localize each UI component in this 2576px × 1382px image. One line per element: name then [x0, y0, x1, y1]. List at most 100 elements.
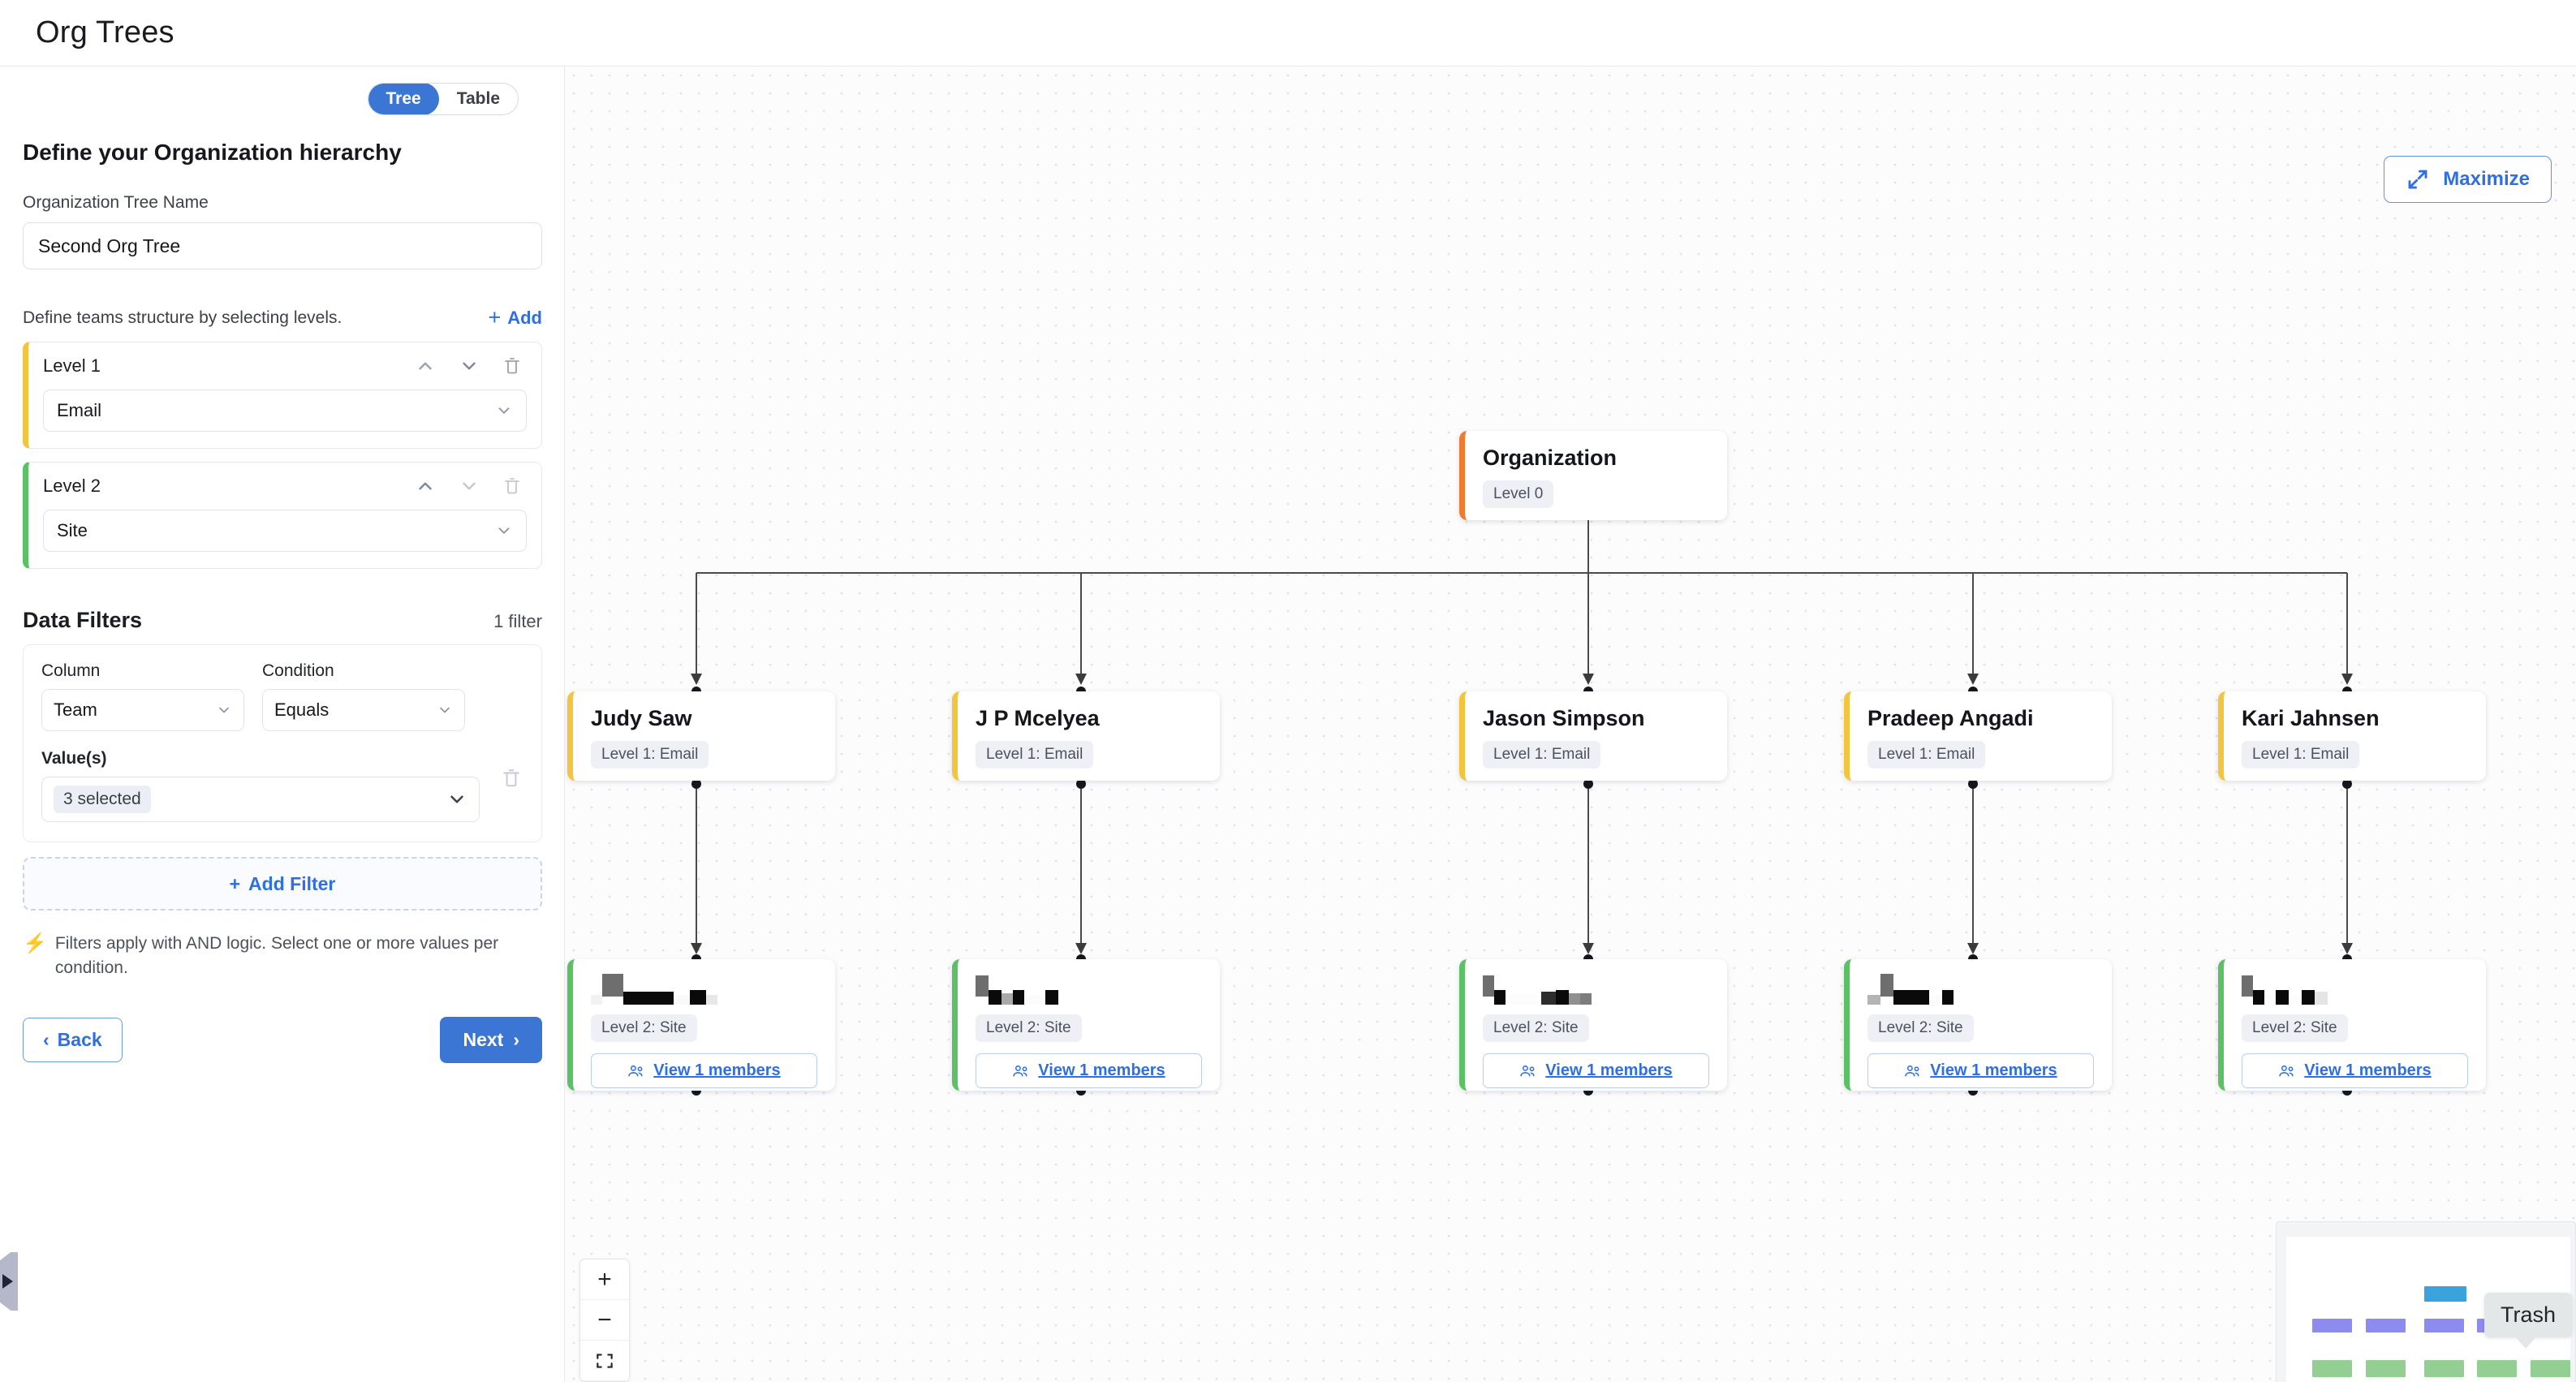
- filter-condition-value: Equals: [274, 700, 330, 720]
- org-node-level2-badge: Level 2: Site: [591, 1014, 697, 1042]
- fit-view-button[interactable]: [580, 1341, 629, 1381]
- level-1-select[interactable]: Email: [43, 390, 527, 432]
- levels-hint: Define teams structure by selecting leve…: [23, 308, 342, 327]
- minimap-level1-node: [2366, 1318, 2406, 1332]
- zoom-controls[interactable]: + −: [579, 1259, 630, 1382]
- minimap-level1-node: [2423, 1318, 2464, 1332]
- org-chart-canvas[interactable]: Maximize: [565, 67, 2576, 1382]
- level-1-name: Level 1: [43, 355, 101, 376]
- view-members-button[interactable]: View 1 members: [2242, 1053, 2468, 1088]
- org-node-level2[interactable]: Level 2: Site View 1 members: [1844, 959, 2112, 1091]
- org-node-level2[interactable]: Level 2: Site View 1 members: [952, 959, 1220, 1091]
- minimap-root-node: [2423, 1285, 2467, 1302]
- filter-count: 1 filter: [493, 611, 542, 631]
- org-node-level1[interactable]: Judy Saw Level 1: Email: [567, 691, 835, 781]
- org-node-level1[interactable]: Pradeep Angadi Level 1: Email: [1844, 691, 2112, 781]
- filter-condition-group: Condition Equals: [262, 661, 465, 731]
- add-filter-button[interactable]: + Add Filter: [23, 857, 542, 911]
- zoom-in-button[interactable]: +: [580, 1259, 629, 1300]
- org-node-level2[interactable]: Level 2: Site View 1 members: [567, 959, 835, 1091]
- minimap-level2-node: [2531, 1360, 2570, 1377]
- org-node-level1[interactable]: Kari Jahnsen Level 1: Email: [2218, 691, 2486, 781]
- org-node-root[interactable]: Organization Level 0: [1459, 431, 1727, 520]
- level-card-2[interactable]: Level 2 Site: [23, 462, 542, 569]
- add-level-label: Add: [507, 307, 542, 328]
- members-icon: [628, 1065, 643, 1076]
- back-button[interactable]: ‹ Back: [23, 1017, 123, 1062]
- filter-condition-select[interactable]: Equals: [262, 689, 465, 731]
- chevron-down-icon: [450, 795, 463, 803]
- view-members-button[interactable]: View 1 members: [591, 1053, 817, 1088]
- selected-values-chip: 3 selected: [54, 786, 151, 813]
- level-2-actions: [415, 476, 527, 497]
- view-members-button[interactable]: View 1 members: [976, 1053, 1202, 1088]
- triangle-right-icon: [2, 1274, 13, 1289]
- filter-column-select[interactable]: Team: [41, 689, 244, 731]
- trash-tooltip: Trash: [2483, 1293, 2572, 1349]
- chevron-right-icon: ›: [513, 1028, 519, 1050]
- next-button[interactable]: Next ›: [440, 1016, 542, 1063]
- view-members-label: View 1 members: [1545, 1061, 1673, 1079]
- level-card-1[interactable]: Level 1 Email: [23, 342, 542, 449]
- maximize-icon: [2408, 170, 2427, 189]
- page-title: Org Trees: [36, 15, 174, 50]
- chevron-down-icon: [219, 707, 229, 713]
- level-2-select[interactable]: Site: [43, 510, 527, 552]
- redacted-name: [2242, 975, 2468, 1005]
- filter-values-select[interactable]: 3 selected: [41, 777, 480, 822]
- minimap-level2-node: [2476, 1360, 2517, 1377]
- tab-table[interactable]: Table: [439, 84, 518, 114]
- level-card-2-header: Level 2: [43, 476, 527, 497]
- view-toggle[interactable]: Tree Table: [367, 83, 519, 115]
- zoom-out-button[interactable]: −: [580, 1300, 629, 1341]
- maximize-label: Maximize: [2443, 168, 2530, 190]
- org-node-level1-title: J P Mcelyea: [976, 706, 1100, 730]
- minimap-level2-node: [2366, 1360, 2406, 1377]
- delete-level-icon[interactable]: [502, 476, 522, 497]
- move-down-icon[interactable]: [459, 355, 480, 377]
- org-node-root-title: Organization: [1483, 446, 1618, 470]
- redacted-name: [1483, 975, 1709, 1005]
- chevron-down-icon: [440, 707, 450, 713]
- move-up-icon[interactable]: [415, 355, 436, 377]
- add-filter-label: Add Filter: [248, 872, 336, 894]
- org-node-level2-badge: Level 2: Site: [2242, 1014, 2348, 1042]
- move-up-icon[interactable]: [415, 476, 436, 497]
- minimap[interactable]: Trash: [2276, 1221, 2576, 1382]
- members-icon: [2279, 1065, 2294, 1076]
- delete-level-icon[interactable]: [502, 355, 522, 377]
- view-members-button[interactable]: View 1 members: [1867, 1053, 2094, 1088]
- add-level-button[interactable]: + Add: [488, 307, 542, 329]
- org-node-level2[interactable]: Level 2: Site View 1 members: [1459, 959, 1727, 1091]
- plus-icon: +: [488, 305, 502, 329]
- delete-filter-icon[interactable]: [501, 767, 522, 790]
- tree-name-label: Organization Tree Name: [23, 193, 209, 212]
- top-bar: Org Trees: [0, 0, 2576, 67]
- org-node-level1-badge: Level 1: Email: [1483, 741, 1601, 768]
- members-icon: [1013, 1065, 1027, 1076]
- level-2-name: Level 2: [43, 476, 101, 496]
- chevron-down-icon: [498, 407, 510, 414]
- members-icon: [1520, 1065, 1535, 1076]
- level-1-value: Email: [57, 400, 102, 420]
- panel-collapse-handle[interactable]: [0, 1252, 18, 1311]
- org-node-level1[interactable]: Jason Simpson Level 1: Email: [1459, 691, 1727, 781]
- tab-tree[interactable]: Tree: [368, 84, 439, 114]
- view-members-label: View 1 members: [1930, 1061, 2057, 1079]
- view-members-button[interactable]: View 1 members: [1483, 1053, 1709, 1088]
- org-node-level1-badge: Level 1: Email: [2242, 741, 2360, 768]
- org-node-level2[interactable]: Level 2: Site View 1 members: [2218, 959, 2486, 1091]
- level-1-actions: [415, 355, 527, 377]
- tree-name-input[interactable]: [23, 222, 542, 269]
- org-node-level2-badge: Level 2: Site: [1483, 1014, 1589, 1042]
- data-filters-header: Data Filters 1 filter: [23, 608, 542, 633]
- org-node-level1[interactable]: J P Mcelyea Level 1: Email: [952, 691, 1220, 781]
- levels-header: Define teams structure by selecting leve…: [23, 307, 542, 329]
- minimap-level1-node: [2311, 1318, 2352, 1332]
- maximize-button[interactable]: Maximize: [2384, 156, 2552, 203]
- back-label: Back: [57, 1028, 102, 1050]
- minimap-viewport: [2286, 1237, 2570, 1382]
- filter-row: Column Team Condition Equals Value(s) 3: [23, 644, 542, 842]
- lightning-icon: ⚡: [23, 932, 47, 954]
- move-down-icon[interactable]: [459, 476, 480, 497]
